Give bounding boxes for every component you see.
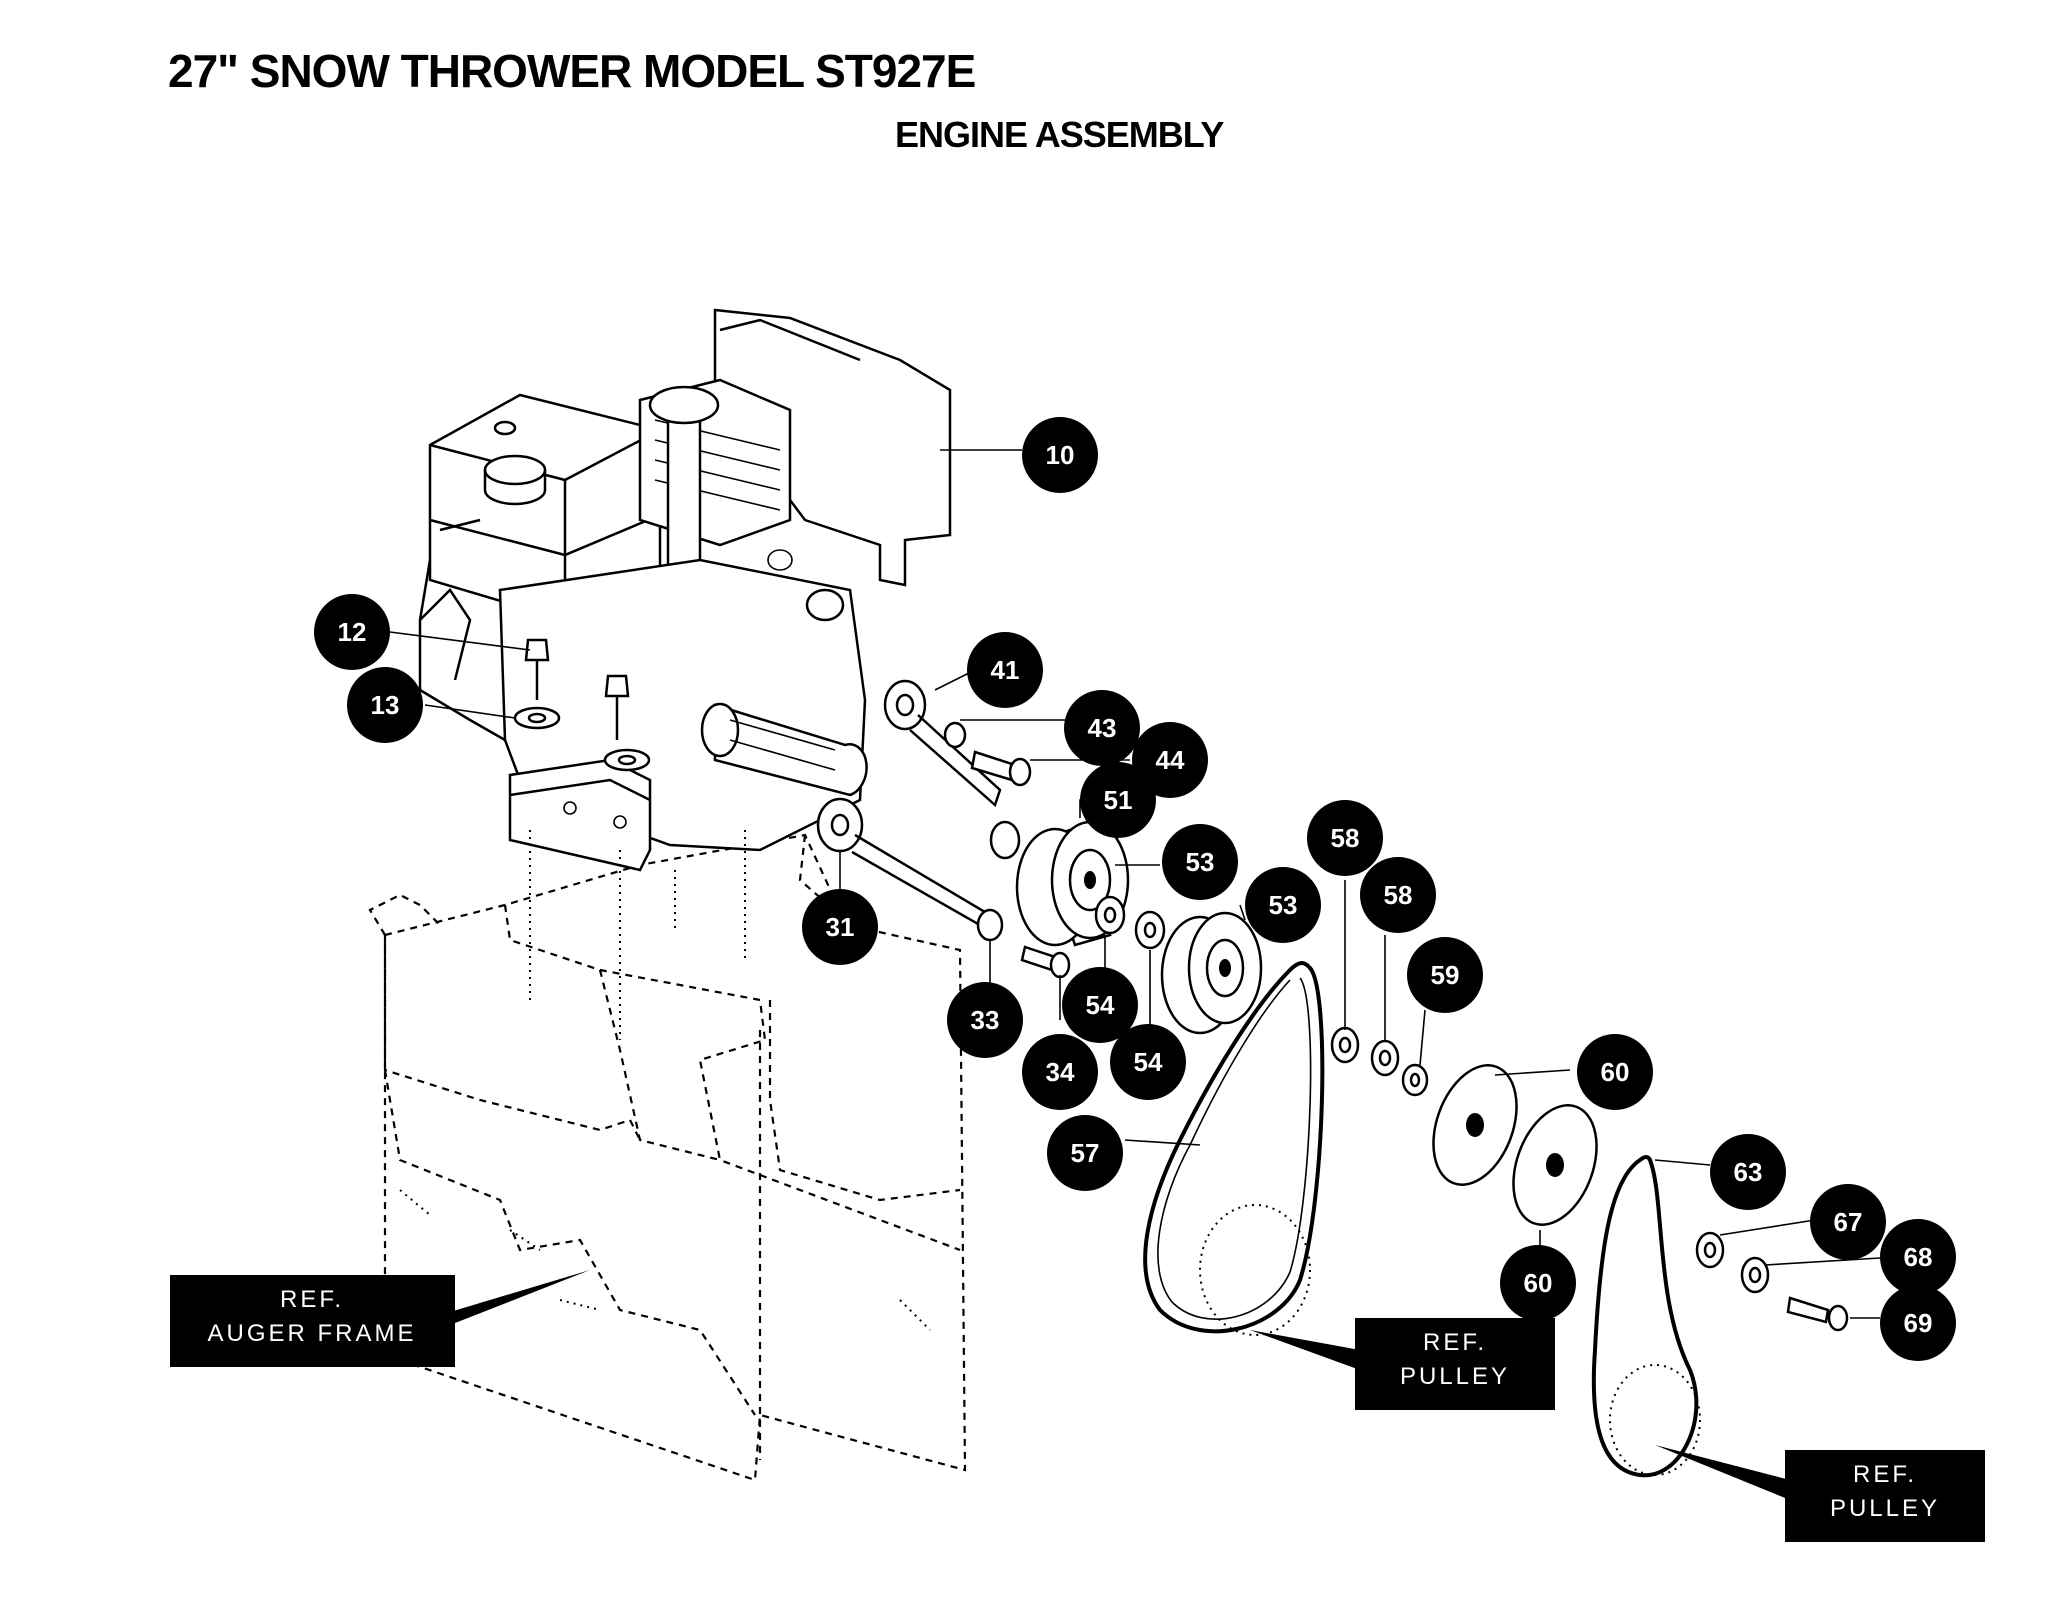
ref-label-line2: PULLEY [1400, 1363, 1510, 1390]
ref-auger-frame-box: REF. AUGER FRAME [170, 1270, 590, 1367]
callout-label: 59 [1431, 960, 1460, 990]
callout-34: 34 [1022, 1034, 1098, 1110]
small-hardware [943, 721, 1071, 979]
ref-label-line1: REF. [1853, 1461, 1917, 1488]
auger-frame-outline [368, 833, 967, 1482]
ref-label-line2: PULLEY [1830, 1495, 1940, 1522]
callout-69: 69 [1880, 1285, 1956, 1361]
callout-label: 63 [1734, 1157, 1763, 1187]
callout-label: 44 [1156, 745, 1185, 775]
belt-57 [1143, 961, 1325, 1336]
ref-label-line1: REF. [1423, 1329, 1487, 1356]
diagram-title: 27" SNOW THROWER MODEL ST927E [168, 45, 976, 97]
callout-10: 10 [1022, 417, 1098, 493]
callout-57: 57 [1047, 1115, 1123, 1191]
callout-label: 58 [1331, 823, 1360, 853]
callout-label: 60 [1524, 1268, 1553, 1298]
callout-44: 44 [1132, 722, 1208, 798]
engine-block [418, 308, 952, 1040]
callout-54-a: 54 [1062, 967, 1138, 1043]
callout-12: 12 [314, 594, 390, 670]
callout-53-upper: 53 [1162, 824, 1238, 900]
callout-label: 67 [1834, 1207, 1863, 1237]
callout-label: 60 [1601, 1057, 1630, 1087]
callout-label: 58 [1384, 880, 1413, 910]
ref-pulley-box-2: REF. PULLEY [1655, 1445, 1985, 1542]
callout-label: 33 [971, 1005, 1000, 1035]
callout-60-lower: 60 [1500, 1245, 1576, 1321]
idler-arm-lower [816, 797, 1004, 942]
callout-label: 69 [1904, 1308, 1933, 1338]
leader-lines [389, 449, 1881, 1319]
callout-54-b: 54 [1110, 1024, 1186, 1100]
disc-60b [1512, 1104, 1598, 1226]
callout-label: 57 [1071, 1138, 1100, 1168]
callout-67: 67 [1810, 1184, 1886, 1260]
callout-label: 53 [1186, 847, 1215, 877]
bolt-69 [1786, 1296, 1830, 1324]
callout-label: 34 [1046, 1057, 1075, 1087]
callout-33: 33 [947, 982, 1023, 1058]
callout-label: 68 [1904, 1242, 1933, 1272]
callout-label: 43 [1088, 713, 1117, 743]
idler-arm-upper [883, 679, 1021, 860]
callout-53-lower: 53 [1245, 867, 1321, 943]
callout-60-upper: 60 [1577, 1034, 1653, 1110]
callout-58-b: 58 [1360, 857, 1436, 933]
callout-label: 12 [338, 617, 367, 647]
callout-label: 54 [1134, 1047, 1163, 1077]
callout-markers: 10 12 13 41 43 44 51 53 53 31 33 34 54 5… [314, 417, 1956, 1361]
callout-58-a: 58 [1307, 800, 1383, 876]
callout-68: 68 [1880, 1219, 1956, 1295]
belt-63 [1591, 1155, 1701, 1478]
callout-13: 13 [347, 667, 423, 743]
callout-41: 41 [967, 632, 1043, 708]
callout-label: 53 [1269, 890, 1298, 920]
callout-63: 63 [1710, 1134, 1786, 1210]
ref-pulley-box-1: REF. PULLEY [1250, 1318, 1555, 1410]
pulley-53-lower [1160, 911, 1263, 1035]
callout-label: 51 [1104, 785, 1133, 815]
callout-59: 59 [1407, 937, 1483, 1013]
callout-label: 41 [991, 655, 1020, 685]
callout-label: 13 [371, 690, 400, 720]
disc-60a [1432, 1064, 1518, 1186]
callout-31: 31 [802, 889, 878, 965]
ref-label-line1: REF. [280, 1286, 344, 1313]
ref-label-line2: AUGER FRAME [207, 1320, 416, 1347]
callout-43: 43 [1064, 690, 1140, 766]
callout-label: 54 [1086, 990, 1115, 1020]
callout-51: 51 [1080, 762, 1156, 838]
callout-label: 10 [1046, 440, 1075, 470]
diagram-subtitle: ENGINE ASSEMBLY [895, 114, 1224, 155]
callout-label: 31 [826, 912, 855, 942]
